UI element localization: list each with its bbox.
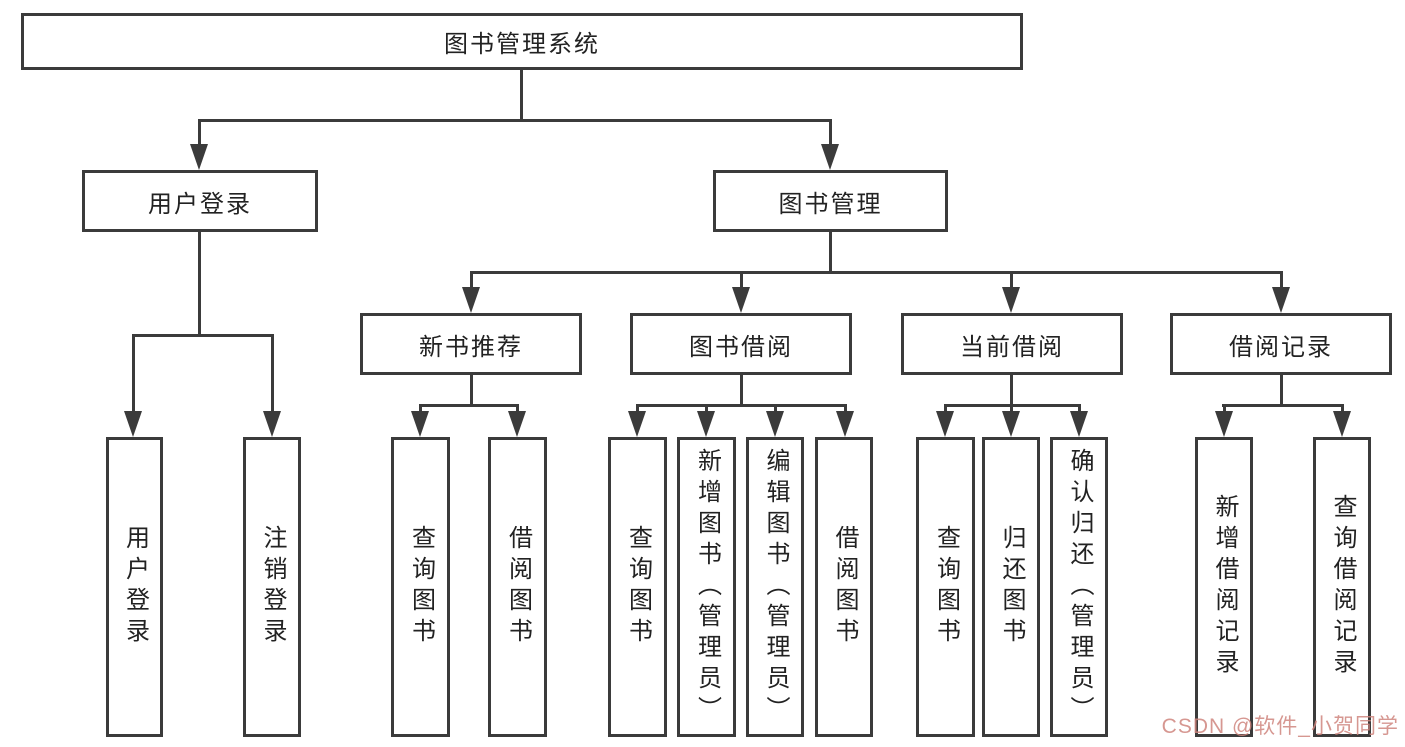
arrowhead-icon: [462, 287, 480, 313]
connector-rail: [944, 404, 1081, 407]
arrow-shaft: [635, 404, 639, 413]
arrowhead-icon: [1002, 287, 1020, 313]
arrowhead-icon: [697, 411, 715, 437]
arrow-shaft: [943, 404, 947, 413]
arrowhead-icon: [411, 411, 429, 437]
arrow-shaft: [197, 119, 201, 146]
arrowhead-icon: [821, 144, 839, 170]
leaf-label: 查询图书: [624, 525, 652, 649]
arrowhead-icon: [1333, 411, 1351, 437]
arrowhead-icon: [836, 411, 854, 437]
arrowhead-icon: [1272, 287, 1290, 313]
leaf-confirm-return-admin: 确认归还（管理员）: [1050, 437, 1108, 737]
connector-rail: [419, 404, 519, 407]
leaf-label: 查询图书: [407, 525, 435, 649]
leaf-label: 用户登录: [121, 525, 149, 649]
leaf-query-borrow-record: 查询借阅记录: [1313, 437, 1371, 737]
leaf-user-login: 用户登录: [106, 437, 163, 737]
arrowhead-icon: [732, 287, 750, 313]
arrow-shaft: [418, 404, 422, 413]
arrow-shaft: [270, 334, 274, 413]
leaf-logout: 注销登录: [243, 437, 301, 737]
leaf-label: 注销登录: [259, 525, 286, 649]
connector-stem: [1009, 373, 1013, 406]
arrow-shaft: [828, 119, 832, 146]
arrow-shaft: [1009, 404, 1013, 413]
arrowhead-icon: [1070, 411, 1088, 437]
arrow-shaft: [1340, 404, 1344, 413]
connector-stem: [1279, 373, 1283, 406]
arrowhead-icon: [508, 411, 526, 437]
leaf-add-books-admin: 新增图书（管理员）: [677, 437, 736, 737]
node-root: 图书管理系统: [21, 13, 1023, 70]
connector-stem: [469, 373, 473, 406]
arrowhead-icon: [1002, 411, 1020, 437]
leaf-label: 编辑图书（管理员）: [762, 447, 789, 727]
connector-rail: [198, 119, 832, 122]
arrow-shaft: [1222, 404, 1226, 413]
connector-rail: [1222, 404, 1343, 407]
leaf-query-books-2: 查询图书: [608, 437, 667, 737]
leaf-label: 新增图书（管理员）: [693, 447, 721, 727]
leaf-query-books-1: 查询图书: [391, 437, 450, 737]
node-book-borrow: 图书借阅: [630, 313, 852, 375]
leaf-label: 确认归还（管理员）: [1066, 447, 1093, 727]
connector-stem: [519, 68, 523, 122]
leaf-label: 新增借阅记录: [1211, 494, 1238, 680]
arrow-shaft: [1279, 271, 1283, 289]
leaf-edit-books-admin: 编辑图书（管理员）: [746, 437, 804, 737]
arrow-shaft: [704, 404, 708, 413]
leaf-label: 归还图书: [998, 525, 1025, 649]
connector-stem: [828, 230, 832, 273]
leaf-label: 查询借阅记录: [1329, 494, 1356, 680]
arrow-shaft: [469, 271, 473, 289]
arrow-shaft: [131, 334, 135, 413]
arrow-shaft: [1009, 271, 1013, 289]
node-book-management: 图书管理: [713, 170, 948, 232]
arrow-shaft: [1077, 404, 1081, 413]
node-user-login: 用户登录: [82, 170, 318, 232]
arrowhead-icon: [628, 411, 646, 437]
node-current-borrow: 当前借阅: [901, 313, 1123, 375]
leaf-label: 借阅图书: [831, 525, 858, 649]
node-new-book-recommend: 新书推荐: [360, 313, 582, 375]
arrowhead-icon: [124, 411, 142, 437]
arrowhead-icon: [1215, 411, 1233, 437]
arrowhead-icon: [936, 411, 954, 437]
connector-rail: [636, 404, 847, 407]
leaf-add-borrow-record: 新增借阅记录: [1195, 437, 1253, 737]
arrowhead-icon: [263, 411, 281, 437]
connector-stem: [739, 373, 743, 406]
leaf-label: 查询图书: [932, 525, 960, 649]
arrow-shaft: [773, 404, 777, 413]
leaf-borrow-books-1: 借阅图书: [488, 437, 547, 737]
connector-rail: [470, 271, 1282, 274]
leaf-return-books: 归还图书: [982, 437, 1040, 737]
connector-stem: [197, 230, 201, 336]
arrow-shaft: [843, 404, 847, 413]
leaf-label: 借阅图书: [504, 525, 532, 649]
arrow-shaft: [515, 404, 519, 413]
leaf-borrow-books-2: 借阅图书: [815, 437, 873, 737]
arrow-shaft: [739, 271, 743, 289]
node-borrow-records: 借阅记录: [1170, 313, 1392, 375]
arrowhead-icon: [766, 411, 784, 437]
arrowhead-icon: [190, 144, 208, 170]
leaf-query-books-3: 查询图书: [916, 437, 975, 737]
connector-rail: [132, 334, 274, 337]
